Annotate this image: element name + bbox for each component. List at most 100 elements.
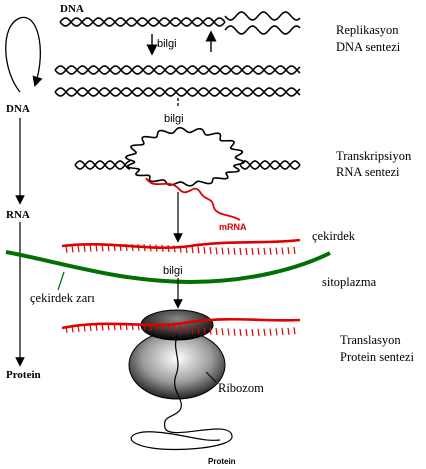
label-cytoplasm: sitoplazma — [322, 275, 377, 289]
mrna-codon-tick — [113, 243, 116, 252]
mrna-codon-tick — [191, 326, 194, 334]
label-bilgi-3: bilgi — [163, 265, 183, 277]
mrna-codon-tick — [83, 324, 86, 332]
mrna-codon-tick — [227, 328, 230, 336]
mrna-codon-tick — [95, 244, 98, 252]
mrna-codon-tick — [197, 326, 200, 334]
mrna-upper — [61, 238, 301, 256]
dna-daughter-helix-2 — [54, 87, 301, 97]
mrna-codon-tick — [185, 325, 188, 333]
mrna-codon-tick — [137, 244, 140, 252]
mrna-codon-tick — [155, 323, 158, 331]
mrna-codon-tick — [209, 246, 212, 255]
mrna-codon-tick — [257, 328, 260, 337]
mrna-codon-tick — [167, 324, 170, 332]
mrna-codon-tick — [245, 247, 248, 256]
mrna-codon-tick — [281, 247, 284, 255]
mrna-codon-tick — [269, 247, 272, 255]
label-translation-1: Translasyon — [340, 333, 401, 347]
mrna-codon-tick — [107, 323, 110, 331]
mrna-codon-tick — [113, 323, 116, 331]
mrna-codon-tick — [101, 244, 104, 252]
polypeptide-chain — [130, 334, 233, 451]
mrna-codon-tick — [245, 328, 248, 337]
mrna-codon-tick — [209, 327, 212, 335]
replication-loop — [5, 16, 43, 93]
label-dna-top: DNA — [60, 3, 84, 15]
mrna-codon-tick — [125, 243, 128, 252]
mrna-codon-tick — [227, 247, 230, 255]
mrna-codon-tick — [233, 247, 236, 255]
mrna-codon-tick — [203, 246, 206, 254]
mrna-codon-tick — [101, 323, 104, 331]
label-rna-left: RNA — [6, 209, 30, 221]
mrna-codon-tick — [239, 328, 242, 336]
mrna-codon-tick — [275, 328, 278, 336]
mrna-codon-tick — [173, 245, 176, 253]
mrna-lower — [61, 317, 301, 337]
mrna-codon-tick — [161, 244, 164, 252]
mrna-codon-tick — [131, 322, 134, 331]
mrna-codon-tick — [251, 328, 254, 337]
mrna-codon-tick — [179, 325, 182, 333]
mrna-codon-tick — [185, 245, 188, 254]
mrna-codon-tick — [287, 327, 290, 335]
ribosome-large-subunit — [128, 330, 226, 400]
label-replication-2: DNA sentezi — [336, 40, 401, 54]
label-nuclear-membrane: çekirdek zarı — [30, 291, 95, 305]
mrna-codon-tick — [287, 247, 290, 255]
mrna-codon-tick — [65, 325, 68, 333]
mrna-codon-tick — [119, 322, 122, 331]
mrna-codon-tick — [161, 324, 164, 332]
mrna-codon-tick — [239, 247, 242, 256]
label-transcription-2: RNA sentezi — [336, 165, 400, 179]
mrna-codon-tick — [191, 246, 194, 254]
mrna-codon-tick — [263, 328, 266, 336]
label-translation-2: Protein sentezi — [340, 350, 414, 364]
mrna-codon-tick — [71, 325, 74, 333]
mrna-codon-tick — [281, 328, 284, 336]
mrna-codon-tick — [131, 243, 134, 252]
label-protein-left: Protein — [6, 369, 41, 381]
mrna-codon-tick — [269, 328, 272, 336]
label-replication-1: Replikasyon — [336, 23, 399, 37]
mrna-codon-tick — [83, 244, 86, 253]
transcription-bubble — [74, 126, 301, 221]
mrna-codon-tick — [197, 246, 200, 254]
mrna-codon-tick — [89, 323, 92, 332]
label-dna-left: DNA — [6, 103, 30, 115]
mrna-codon-tick — [71, 245, 74, 253]
mrna-codon-tick — [137, 323, 140, 331]
mrna-codon-tick — [221, 328, 224, 336]
mrna-codon-tick — [119, 243, 122, 252]
mrna-codon-tick — [263, 247, 266, 255]
nuclear-membrane — [5, 250, 331, 285]
dna-daughter-helix-1 — [54, 65, 301, 75]
ribosome-pointer — [205, 371, 217, 383]
mrna-codon-tick — [251, 247, 254, 256]
label-ribosome: Ribozom — [218, 381, 264, 395]
mrna-codon-tick — [77, 324, 80, 332]
label-bilgi-2: bilgi — [164, 113, 184, 125]
dna-top-helix — [59, 11, 301, 35]
membrane-pointer — [57, 271, 65, 291]
mrna-codon-tick — [233, 328, 236, 336]
mrna-codon-tick — [179, 245, 182, 253]
mrna-codon-tick — [77, 245, 80, 253]
mrna-codon-tick — [149, 244, 152, 252]
mrna-codon-tick — [275, 247, 278, 255]
label-nucleus: çekirdek — [312, 229, 356, 243]
mrna-codon-tick — [143, 244, 146, 252]
mrna-codon-tick — [155, 244, 158, 252]
mrna-codon-tick — [215, 327, 218, 336]
mrna-codon-tick — [65, 245, 68, 253]
label-protein-bottom: Protein — [208, 457, 236, 466]
mrna-codon-tick — [221, 247, 224, 255]
mrna-codon-tick — [89, 244, 92, 252]
mrna-codon-tick — [167, 244, 170, 253]
mrna-codon-tick — [143, 323, 146, 331]
mrna-codon-tick — [257, 247, 260, 256]
label-bilgi-1: bilgi — [157, 38, 177, 50]
